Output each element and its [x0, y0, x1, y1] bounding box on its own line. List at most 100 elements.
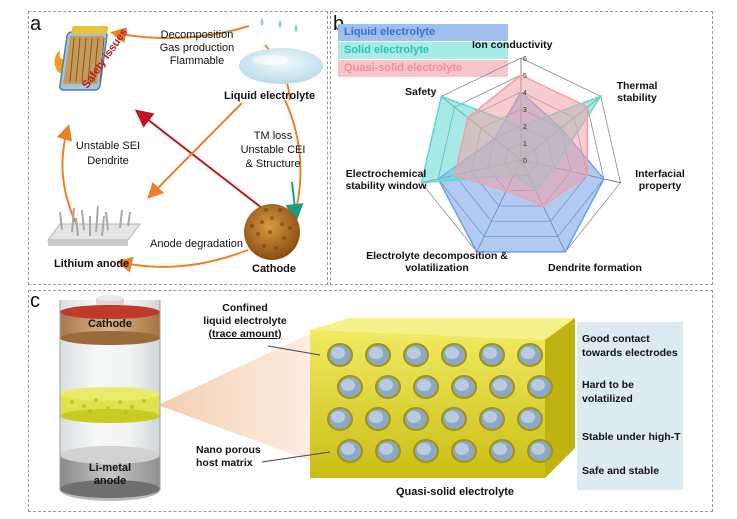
- axis-ion-conductivity: Ion conductivity: [472, 39, 553, 51]
- axis-electrolyte-decomposition-text: Electrolyte decomposition & volatilizati…: [366, 250, 508, 275]
- lithium-anode-icon: [47, 205, 141, 246]
- scaffold-pore-highlight: [521, 347, 535, 359]
- scaffold-pore-highlight: [379, 379, 393, 391]
- confined-line2: liquid electrolyte: [203, 315, 287, 327]
- battery-anode-line2: anode: [93, 475, 127, 487]
- cathode-issue-line1: TM loss: [253, 130, 293, 142]
- feature-hard-volatilized: Hard to be volatilized: [582, 378, 682, 406]
- axis-interfacial-property-text: Interfacial property: [635, 168, 685, 193]
- axis-electrochemical-window-text: Electrochemical stability window: [345, 168, 427, 193]
- confined-line3: (trace amount): [208, 328, 282, 340]
- radar-series-2: [453, 74, 589, 207]
- battery-anode-line1: Li-metal: [88, 462, 132, 474]
- scaffold-pores: [327, 343, 553, 463]
- axis-safety: Safety: [405, 86, 437, 98]
- scaffold-pore-highlight: [531, 379, 545, 391]
- axis-electrochemical-window: Electrochemical stability window: [336, 168, 436, 192]
- scaffold-pore-highlight: [331, 347, 345, 359]
- scaffold-pore-highlight: [407, 411, 421, 423]
- scaffold-pore-highlight: [445, 347, 459, 359]
- cathode-sphere-icon: [244, 204, 300, 260]
- axis-thermal-stability-text: Thermal stability: [616, 80, 658, 105]
- leader-host: [261, 451, 331, 463]
- scaffold-pore-highlight: [407, 347, 421, 359]
- leader-confined: [267, 345, 321, 356]
- decomposition-line3: Flammable: [169, 55, 225, 67]
- radar-tick-label: 1: [523, 141, 527, 148]
- legend-solid: Solid electrolyte: [338, 42, 508, 59]
- radar-tick-label: 0: [523, 158, 527, 165]
- panel-a-frame: [28, 11, 328, 285]
- scaffold-pore-highlight: [417, 443, 431, 455]
- axis-dendrite-formation: Dendrite formation: [548, 262, 642, 274]
- axis-thermal-stability: Thermal stability: [612, 80, 662, 104]
- legend-liquid: Liquid electrolyte: [338, 24, 508, 41]
- panel-c-letter: c: [30, 290, 40, 312]
- droplet-icon: [239, 18, 323, 84]
- host-line2: host matrix: [196, 457, 253, 469]
- anode-issue-line1: Unstable SEI: [75, 140, 141, 152]
- battery-cylinder-icon: [59, 295, 161, 501]
- panel-a-letter: a: [30, 13, 42, 35]
- scaffold-pore-highlight: [531, 443, 545, 455]
- feature-panel: [577, 322, 683, 490]
- cathode-issue-line3: & Structure: [245, 158, 301, 170]
- scaffold-pore-highlight: [483, 347, 497, 359]
- scaffold-pore-highlight: [417, 379, 431, 391]
- scaffold-pore-highlight: [369, 411, 383, 423]
- scaffold-pore-highlight: [455, 443, 469, 455]
- axis-electrolyte-decomposition: Electrolyte decomposition & volatilizati…: [362, 250, 512, 274]
- axis-interfacial-property: Interfacial property: [630, 168, 690, 192]
- anode-issue-line2: Dendrite: [87, 155, 129, 167]
- confined-line1: Confined: [222, 302, 268, 314]
- scaffold-pore-highlight: [379, 443, 393, 455]
- legend-quasi-solid: Quasi-solid electrolyte: [338, 60, 508, 77]
- radar-tick-label: 5: [523, 73, 527, 80]
- feature-safe-stable: Safe and stable: [582, 464, 682, 478]
- host-line1: Nano porous: [196, 444, 261, 456]
- lithium-anode-label: Lithium anode: [54, 258, 130, 270]
- cathode-issue-line2: Unstable CEI: [240, 144, 306, 156]
- cycle-arc-bottom: [116, 249, 249, 273]
- scaffold-pore-highlight: [493, 379, 507, 391]
- decomposition-line2: Gas production: [159, 42, 235, 54]
- green-arrow-down: [285, 181, 304, 222]
- radar-tick-label: 2: [523, 124, 527, 131]
- scaffold-pore-highlight: [331, 411, 345, 423]
- decomposition-line1: Decomposition: [160, 29, 234, 41]
- radar-tick-label: 6: [523, 56, 527, 63]
- zoom-cone: [158, 322, 335, 470]
- panel-c-frame: [28, 290, 713, 512]
- panel-b-frame: [330, 11, 713, 285]
- anode-degradation-label: Anode degradation: [150, 238, 243, 250]
- scaffold-pore-highlight: [341, 443, 355, 455]
- feature-hard-volatilized-line2: volatilized: [582, 393, 633, 406]
- feature-hard-volatilized-line1: Hard to be: [582, 379, 634, 391]
- scaffold-pore-highlight: [493, 443, 507, 455]
- liquid-electrolyte-label: Liquid electrolyte: [224, 90, 316, 102]
- scaffold-pore-highlight: [483, 411, 497, 423]
- cathode-label: Cathode: [252, 263, 296, 275]
- feature-good-contact-line1: Good contact: [582, 333, 650, 345]
- scaffold-pore-highlight: [445, 411, 459, 423]
- radar-tick-label: 3: [523, 107, 527, 114]
- battery-fire-icon: [54, 26, 109, 91]
- radar-tick-label: 4: [523, 90, 527, 97]
- quasi-solid-label: Quasi-solid electrolyte: [396, 486, 514, 498]
- feature-stable-high-t-line1: Stable under high-T: [582, 431, 681, 443]
- feature-safe-stable-line1: Safe and stable: [582, 465, 660, 477]
- red-arrow: [134, 109, 263, 209]
- battery-cathode-label: Cathode: [88, 318, 132, 330]
- scaffold-pore-highlight: [521, 411, 535, 423]
- cycle-arc-top: [110, 25, 250, 44]
- scaffold-pore-highlight: [369, 347, 383, 359]
- feature-good-contact-line2: towards electrodes: [582, 347, 678, 360]
- feature-good-contact: Good contact towards electrodes: [582, 332, 682, 360]
- scaffold-pore-highlight: [455, 379, 469, 391]
- scaffold-pore-highlight: [341, 379, 355, 391]
- feature-stable-high-t: Stable under high-T: [582, 430, 682, 444]
- orange-diagonal-arrow: [147, 102, 243, 199]
